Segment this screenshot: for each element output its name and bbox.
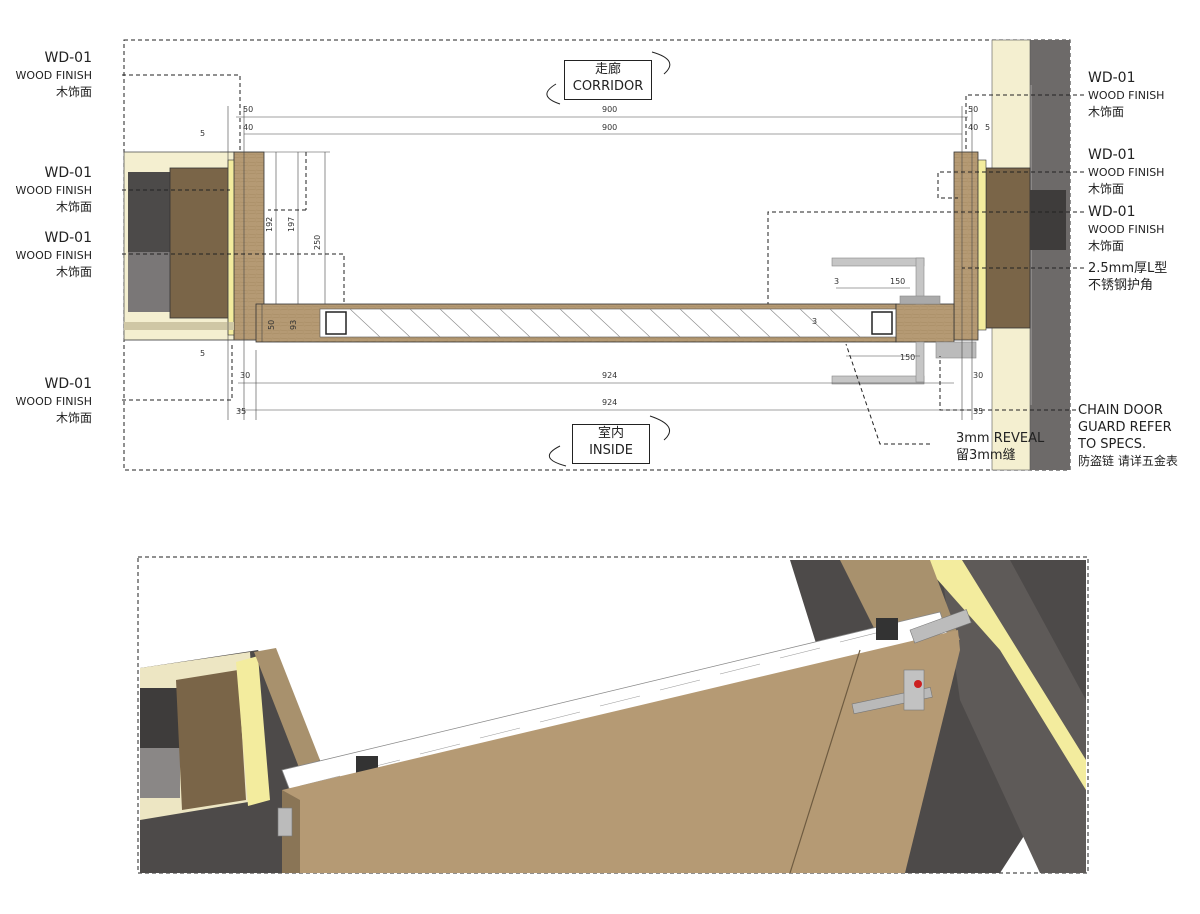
dim-40-right: 40 [968, 123, 978, 132]
note-cn: 木饰面 [55, 85, 92, 99]
note-code: WD-01 [44, 376, 93, 392]
iso-frame [137, 556, 1089, 874]
note-cn: 木饰面 [1088, 182, 1125, 196]
right-wall-assembly [953, 39, 1070, 471]
dim-35-left: 35 [236, 407, 246, 416]
inside-label: 室内 INSIDE [572, 424, 650, 464]
dim-5-left: 5 [200, 129, 205, 138]
dim-50-right: 50 [968, 105, 978, 114]
iso-render [140, 560, 1086, 874]
note-desc: WOOD FINISH [15, 69, 92, 82]
note-line: 2.5mm厚L型 [1088, 261, 1168, 276]
note-wd-left-4: WD-01 WOOD FINISH 木饰面 [10, 376, 92, 427]
note-wd-right-2: WD-01 WOOD FINISH 木饰面 [1088, 147, 1198, 198]
dim-900-a: 900 [602, 105, 617, 114]
lever-handle [831, 257, 977, 385]
note-code: WD-01 [44, 165, 93, 181]
dim-93: 93 [289, 320, 298, 330]
dim-30-right: 30 [973, 371, 983, 380]
dim-924-b: 924 [602, 398, 617, 407]
dim-30-left: 30 [240, 371, 250, 380]
note-cn: 木饰面 [1088, 105, 1125, 119]
note-line: CHAIN DOOR [1078, 403, 1163, 418]
corridor-cn: 走廊 [594, 62, 621, 77]
note-desc: WOOD FINISH [1088, 223, 1165, 236]
dim-3-b: 3 [812, 317, 817, 326]
note-cn: 木饰面 [1088, 239, 1125, 253]
dim-50-v: 50 [267, 320, 276, 330]
note-code: WD-01 [44, 230, 93, 246]
inside-cn: 室内 [597, 426, 624, 441]
plan-frame [123, 39, 1071, 471]
dim-150-a: 150 [890, 277, 905, 286]
note-line: 留3mm缝 [956, 448, 1016, 463]
note-code: WD-01 [1088, 70, 1136, 86]
dim-50-left: 50 [243, 105, 253, 114]
note-steel-corner: 2.5mm厚L型 不锈钢护角 [1088, 260, 1198, 294]
note-desc: WOOD FINISH [15, 184, 92, 197]
note-cn: 木饰面 [55, 265, 92, 279]
note-line: GUARD REFER [1078, 420, 1172, 435]
note-wd-left-3: WD-01 WOOD FINISH 木饰面 [10, 230, 92, 281]
note-wd-right-1: WD-01 WOOD FINISH 木饰面 [1088, 70, 1198, 121]
note-reveal: 3mm REVEAL 留3mm缝 [956, 430, 1066, 464]
note-code: WD-01 [44, 50, 93, 66]
note-code: WD-01 [1088, 147, 1136, 163]
note-wd-right-3: WD-01 WOOD FINISH 木饰面 [1088, 204, 1198, 255]
dim-924-a: 924 [602, 371, 617, 380]
dim-5-right: 5 [985, 123, 990, 132]
corridor-label: 走廊 CORRIDOR [564, 60, 652, 100]
dim-150-b: 150 [900, 353, 915, 362]
dim-3-a: 3 [834, 277, 839, 286]
dim-250: 250 [313, 235, 322, 250]
note-desc: WOOD FINISH [15, 249, 92, 262]
note-code: WD-01 [1088, 204, 1136, 220]
dim-192: 192 [265, 217, 274, 232]
note-desc: WOOD FINISH [1088, 89, 1165, 102]
inside-en: INSIDE [589, 443, 633, 458]
dim-197: 197 [287, 217, 296, 232]
note-line: 防盗链 请详五金表 [1078, 454, 1178, 468]
note-line: TO SPECS. [1078, 437, 1147, 452]
corridor-en: CORRIDOR [572, 79, 644, 94]
note-wd-left-2: WD-01 WOOD FINISH 木饰面 [10, 165, 92, 216]
note-wd-left-1: WD-01 WOOD FINISH 木饰面 [10, 50, 92, 101]
door-leaf [255, 303, 955, 343]
note-line: 3mm REVEAL [956, 431, 1045, 446]
left-wall-assembly [123, 151, 265, 341]
dim-40-left: 40 [243, 123, 253, 132]
dim-5-v: 5 [200, 349, 205, 358]
note-desc: WOOD FINISH [15, 395, 92, 408]
note-cn: 木饰面 [55, 200, 92, 214]
note-chain-guard: CHAIN DOOR GUARD REFER TO SPECS. 防盗链 请详五… [1078, 402, 1200, 470]
note-desc: WOOD FINISH [1088, 166, 1165, 179]
dim-35-right: 35 [973, 407, 983, 416]
note-cn: 木饰面 [55, 411, 92, 425]
note-line: 不锈钢护角 [1088, 278, 1154, 293]
dim-900-b: 900 [602, 123, 617, 132]
